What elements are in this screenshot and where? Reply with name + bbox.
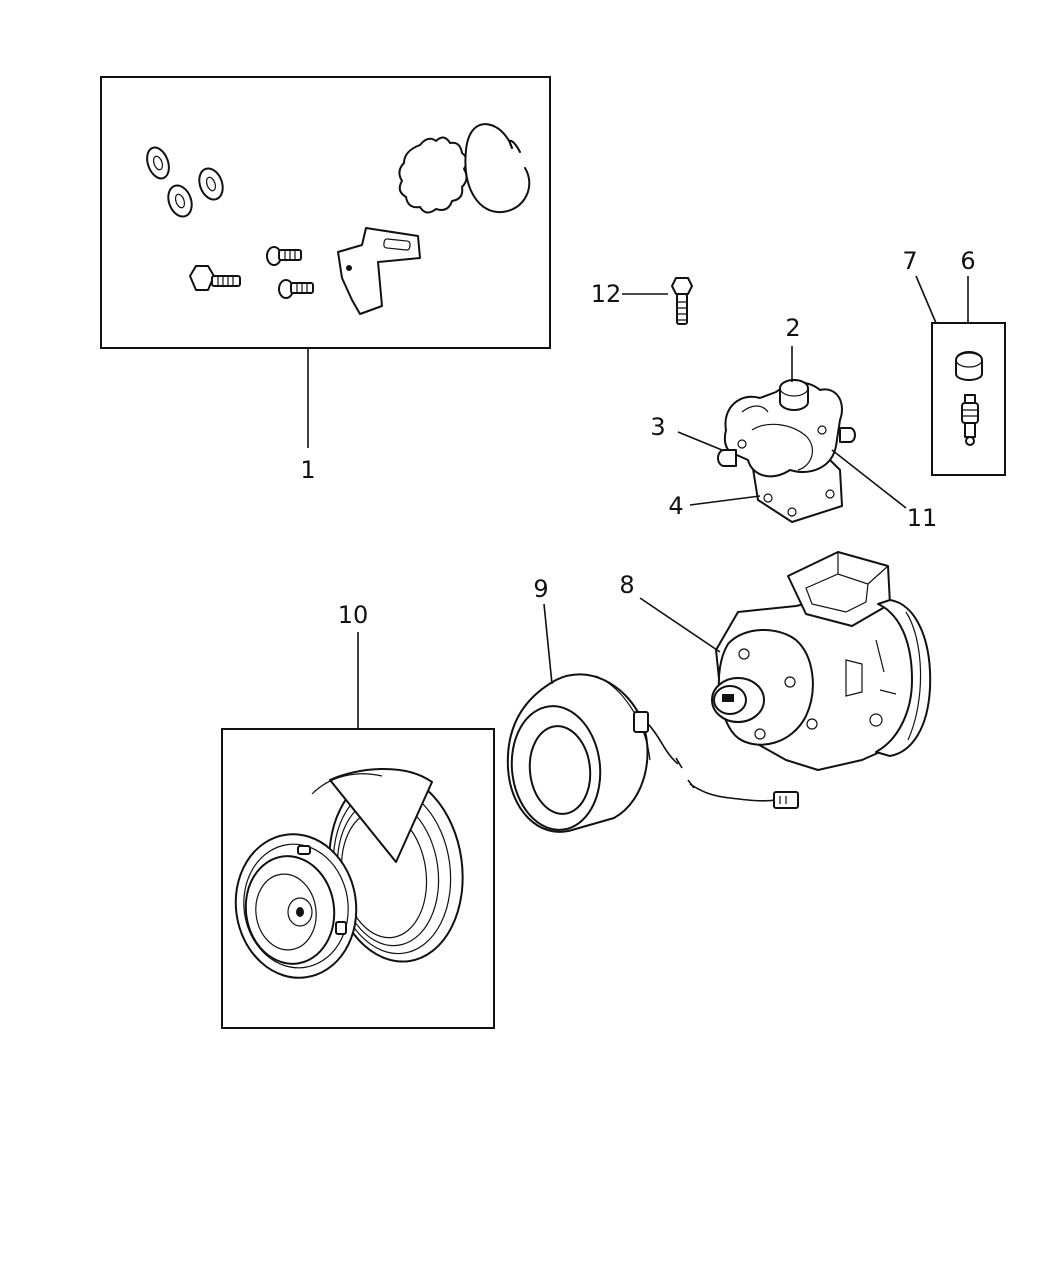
snap-ring	[464, 123, 531, 214]
callout-7: 7	[902, 247, 917, 275]
compressor-body	[711, 551, 932, 771]
callout-8: 8	[619, 571, 634, 599]
callout-4: 4	[668, 492, 683, 520]
callout-1: 1	[300, 456, 315, 484]
washer-group	[146, 146, 224, 218]
callout-6: 6	[960, 247, 975, 275]
valve-cap	[955, 351, 983, 381]
valve-box-6-7	[931, 322, 1006, 476]
leader-lines	[307, 275, 969, 729]
flange-bolt	[189, 265, 241, 291]
wavy-gasket	[398, 136, 468, 214]
small-screw-a	[266, 246, 302, 266]
small-screw-b	[278, 279, 314, 299]
top-fitting	[779, 379, 809, 411]
field-coil	[506, 673, 799, 833]
side-fitting-right	[839, 427, 856, 443]
callout-9: 9	[533, 575, 548, 603]
callout-3: 3	[650, 413, 665, 441]
kit-box-1	[100, 76, 551, 349]
kit-box-frame	[100, 76, 551, 349]
bolt-12	[671, 277, 693, 325]
callout-11: 11	[907, 504, 938, 532]
coil-wire	[647, 723, 777, 802]
clutch-box-10	[221, 728, 495, 1029]
callout-2: 2	[785, 314, 800, 342]
service-valve	[961, 394, 979, 446]
callout-10: 10	[338, 601, 369, 629]
rear-head-assembly	[717, 379, 856, 523]
callout-12: 12	[591, 280, 622, 308]
side-fitting-left	[717, 449, 737, 467]
callout-labels: 1 2 3 4 6 7 8 9 10 11 12	[300, 247, 975, 629]
